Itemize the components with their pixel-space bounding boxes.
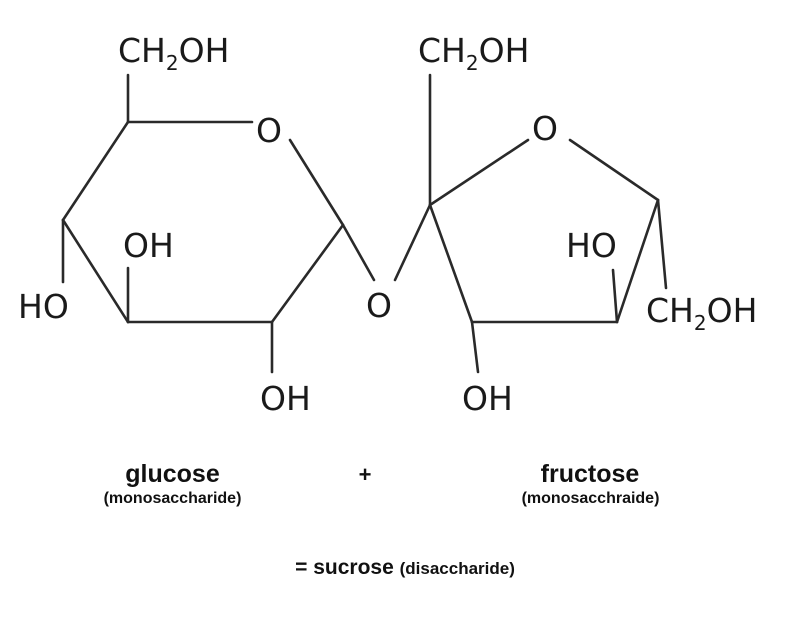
fructose-c3-oh-label: OH — [462, 379, 513, 418]
plus-sign: + — [358, 462, 372, 487]
fru-c1-ch: CH — [418, 31, 466, 70]
fructose-ring-bonds — [393, 138, 660, 324]
fru-c6-oh: OH — [707, 291, 758, 330]
glucose-substituent-bonds — [61, 73, 376, 374]
bond-fru-c5-c6 — [656, 198, 668, 290]
bond-glc-c4-c5 — [61, 120, 130, 222]
glucose-ring-oxygen-label: O — [256, 111, 282, 150]
fru-c6-ch: CH — [646, 291, 694, 330]
bond-fru-o5-c5 — [568, 138, 660, 202]
glc-c6-oh: OH — [179, 31, 230, 70]
fructose-substituent-bonds — [428, 73, 668, 374]
result-kind: (disaccharide) — [399, 559, 515, 578]
result-prefix: = sucrose — [295, 556, 394, 579]
fructose-kind: (monosacchraide) — [521, 490, 660, 507]
glucose-c2-oh-label: OH — [260, 379, 311, 418]
glucose-kind: (monosaccharide) — [103, 490, 242, 507]
fructose-c6-ch2oh-label: CH2OH — [646, 291, 757, 335]
glycosidic-oxygen-label: O — [366, 286, 392, 325]
bond-glc-c1-obridge — [341, 223, 376, 282]
bond-glc-c3-c4 — [61, 218, 130, 324]
bond-glc-c1-c2 — [270, 223, 345, 324]
glucose-c4-ho-label: HO — [18, 287, 69, 326]
fru-c1-sub: 2 — [466, 51, 479, 75]
fructose-name: fructose — [540, 460, 640, 488]
bond-fru-c4-oh — [611, 268, 619, 324]
bond-fru-c2-o5 — [428, 138, 530, 207]
fructose-c1-ch2oh-label: CH2OH — [418, 31, 529, 75]
fructose-ring-oxygen-label: O — [532, 109, 558, 148]
bond-fru-c5-c4 — [615, 198, 660, 324]
glc-c6-sub: 2 — [166, 51, 179, 75]
glucose-ring-bonds — [61, 120, 345, 324]
fru-c6-sub: 2 — [694, 311, 707, 335]
sucrose-result: = sucrose (disaccharide) — [240, 556, 570, 580]
fru-c1-oh: OH — [479, 31, 530, 70]
glucose-c3-oh-label: OH — [123, 226, 174, 265]
glc-c6-ch: CH — [118, 31, 166, 70]
glucose-c6-ch2oh-label: CH2OH — [118, 31, 229, 75]
bond-glc-o5-c1 — [288, 138, 345, 227]
bond-obridge-fru-c2 — [393, 203, 432, 282]
bond-fru-c3-c2 — [428, 203, 474, 324]
bond-fru-c3-oh — [470, 320, 480, 374]
fructose-c4-ho-label: HO — [566, 226, 617, 265]
glucose-name: glucose — [125, 460, 220, 488]
